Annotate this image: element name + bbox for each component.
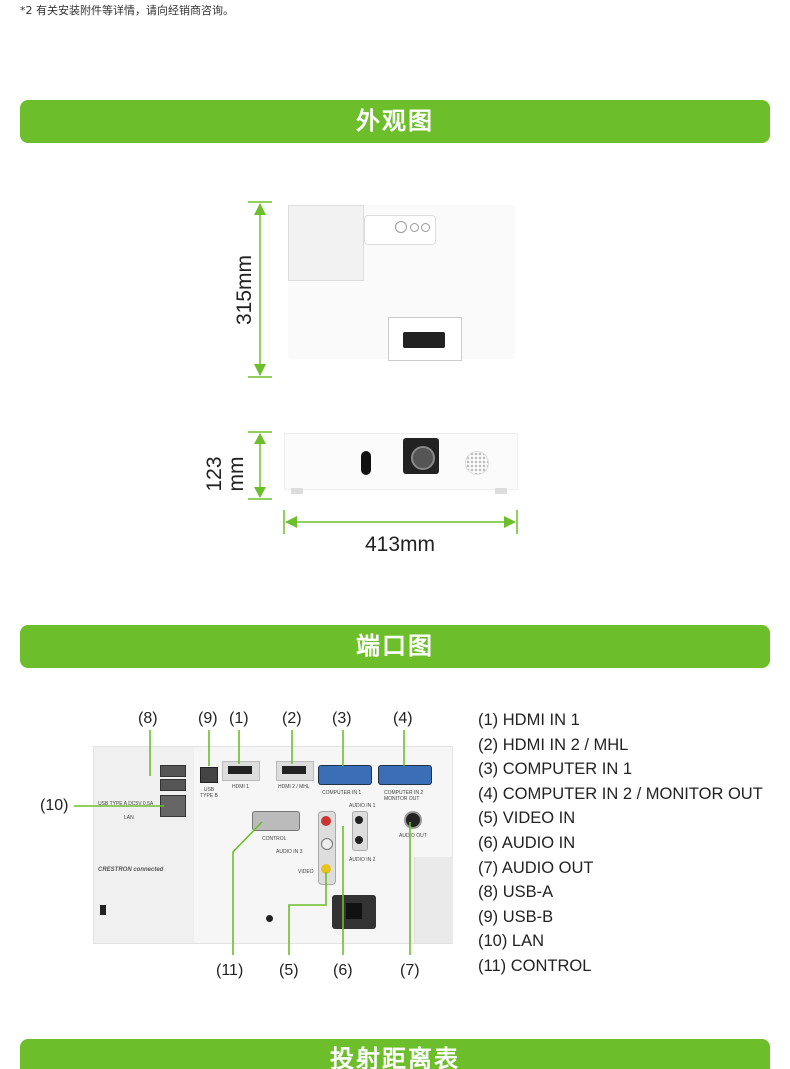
control-port <box>252 811 300 831</box>
audio-in-3-text: AUDIO IN 3 <box>276 849 303 855</box>
lens-housing-top <box>388 317 462 361</box>
rca-yellow-jack <box>321 864 331 874</box>
lens-top <box>403 332 445 348</box>
kensington-lock <box>100 905 106 915</box>
legend-item: (2) HDMI IN 2 / MHL <box>478 735 629 754</box>
ir-sensor <box>361 451 371 475</box>
audio-in-jacks <box>352 811 368 851</box>
foot-right <box>495 488 507 494</box>
usb-a-text: USB TYPE A DC5V 0.5A <box>98 801 154 807</box>
legend-item: (6) AUDIO IN <box>478 833 576 852</box>
callout-11: (11) <box>216 962 244 979</box>
width-label: 413mm <box>364 533 436 556</box>
callout-1: (1) <box>229 710 249 727</box>
legend-item: (7) AUDIO OUT <box>478 858 594 877</box>
legend-item: (1) HDMI IN 1 <box>478 711 580 729</box>
speaker-grille <box>465 451 489 475</box>
legend-item: (10) LAN <box>478 932 545 951</box>
rear-panel: USB TYPE A DC5V 0.5A LAN USB TYPE B HDMI… <box>93 746 453 944</box>
projector-front-view <box>284 433 518 494</box>
power-inlet <box>332 895 376 929</box>
hdmi-2-port <box>276 761 314 781</box>
foot-left <box>291 488 303 494</box>
lan-text: LAN <box>124 815 134 821</box>
menu-button <box>421 223 430 232</box>
hdmi-1-port <box>222 761 260 781</box>
usb-b-text: USB TYPE B <box>200 787 218 799</box>
lens-glass <box>411 446 435 470</box>
audio-in-1-text: AUDIO IN 1 <box>349 803 376 809</box>
callout-5: (5) <box>279 962 299 979</box>
audio-out-jack <box>404 811 422 829</box>
callout-4: (4) <box>393 710 413 727</box>
hdmi-2-socket <box>282 766 306 774</box>
security-slot <box>266 915 273 922</box>
hdmi-2-text: HDMI 2 / MHL <box>278 784 310 790</box>
callout-8: (8) <box>138 710 158 727</box>
legend-item: (9) USB-B <box>478 907 554 926</box>
projector-top-view <box>288 205 515 361</box>
rca-red-jack <box>321 816 331 826</box>
computer-in-1-port <box>318 765 372 785</box>
audio-in-2-jack <box>355 836 363 844</box>
section-title-ports: 端口图 <box>20 625 770 668</box>
rca-block <box>318 811 336 885</box>
computer-in-2-port <box>378 765 432 785</box>
hdmi-1-socket <box>228 766 252 774</box>
callout-7: (7) <box>400 962 420 979</box>
leader-11 <box>232 821 263 955</box>
lamp-cover <box>288 205 364 281</box>
callout-3: (3) <box>332 710 352 727</box>
control-text: CONTROL <box>262 836 287 842</box>
power-inlet-socket <box>346 903 362 919</box>
legend-item: (8) USB-A <box>478 883 554 902</box>
width-dimension-arrow <box>283 510 518 534</box>
hdmi-1-text: HDMI 1 <box>232 784 249 790</box>
computer-in-1-text: COMPUTER IN 1 <box>322 790 362 796</box>
callout-6: (6) <box>333 962 353 979</box>
usb-a-port-2 <box>160 779 186 791</box>
audio-in-1-jack <box>355 816 363 824</box>
section-title-throw-distance: 投射距离表 <box>20 1039 770 1069</box>
depth-dimension-arrow <box>248 201 272 378</box>
video-text: VIDEO <box>298 869 314 875</box>
lens-front <box>403 438 439 474</box>
computer-in-2-text: COMPUTER IN 2 MONITOR OUT <box>384 790 424 802</box>
height-dimension-arrow <box>248 431 272 500</box>
crestron-logo-text: CRESTRON connected <box>98 867 164 873</box>
port-legend: (1) HDMI IN 1 (2) HDMI IN 2 / MHL (3) CO… <box>478 708 763 979</box>
rca-white-jack <box>321 838 333 850</box>
section-title-appearance: 外观图 <box>20 100 770 143</box>
callout-2: (2) <box>282 710 302 727</box>
usb-b-port <box>200 767 218 783</box>
callout-9: (9) <box>198 710 218 727</box>
legend-item: (5) VIDEO IN <box>478 809 576 828</box>
leader-5 <box>288 872 327 955</box>
rear-right-block <box>414 857 453 943</box>
audio-out-text: AUDIO OUT <box>399 833 427 839</box>
audio-in-2-text: AUDIO IN 2 <box>349 857 376 863</box>
legend-item: (4) COMPUTER IN 2 / MONITOR OUT <box>478 784 763 803</box>
usb-a-port-1 <box>160 765 186 777</box>
legend-item: (11) CONTROL <box>478 956 592 975</box>
legend-item: (3) COMPUTER IN 1 <box>478 760 633 779</box>
footnote: *2 有关安装附件等详情，请向经销商咨询。 <box>20 4 234 17</box>
control-panel <box>364 215 436 245</box>
power-button <box>395 221 407 233</box>
input-button <box>410 223 419 232</box>
callout-10: (10) <box>40 797 69 814</box>
